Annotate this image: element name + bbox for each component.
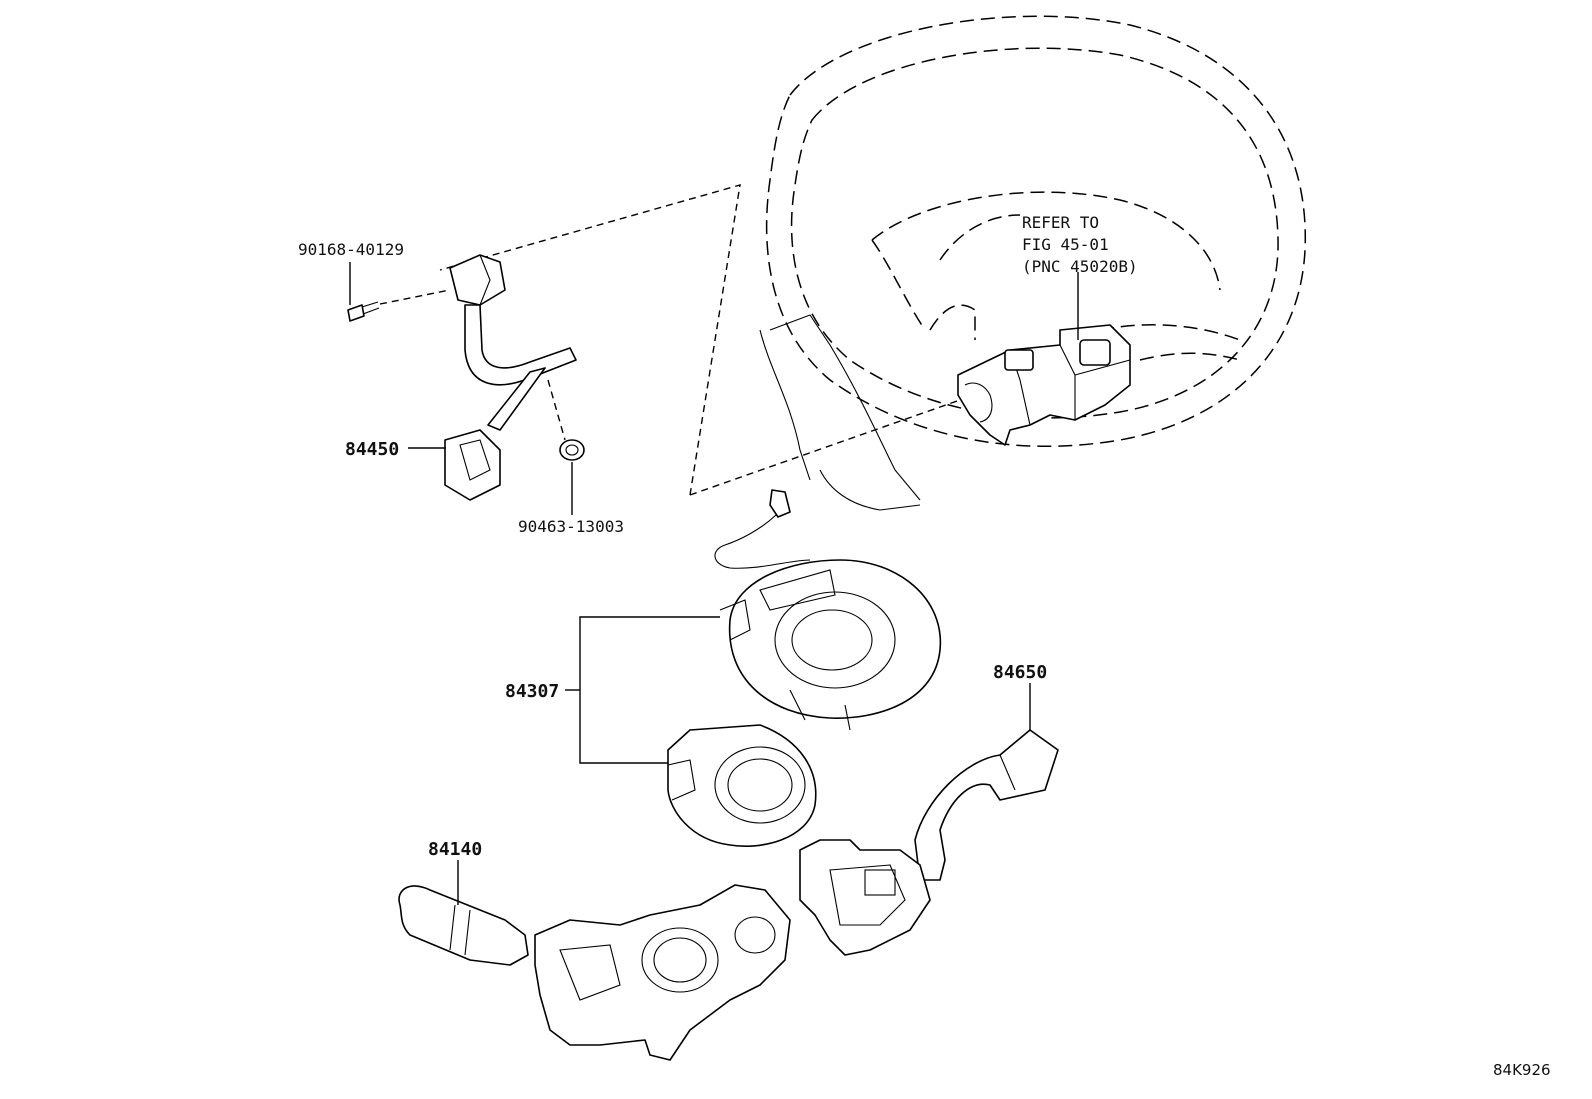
refer-note-line-1: REFER TO <box>1022 213 1099 232</box>
wire-harness-84450 <box>444 254 577 501</box>
steering-lock-assembly <box>957 324 1131 446</box>
callout-90168-40129: 90168-40129 <box>298 240 404 259</box>
callout-84450: 84450 <box>345 439 399 460</box>
refer-note-line-3: (PNC 45020B) <box>1022 257 1138 276</box>
screw-90168 <box>347 289 451 322</box>
steering-wheel-phantom <box>439 15 1306 511</box>
figure-code: 84K926 <box>1493 1061 1551 1079</box>
callout-90463-13003: 90463-13003 <box>518 517 624 536</box>
wiper-switch-84650 <box>799 729 1059 956</box>
clamp-90463 <box>559 439 585 461</box>
leader-lines <box>349 262 1079 905</box>
callout-84140: 84140 <box>428 839 482 860</box>
steering-sensor-84307 <box>667 724 817 847</box>
spiral-cable-84307 <box>714 489 942 731</box>
refer-note-line-2: FIG 45-01 <box>1022 235 1109 254</box>
headlamp-switch-84140 <box>398 884 791 1061</box>
callout-84307: 84307 <box>505 681 559 702</box>
callout-84650: 84650 <box>993 662 1047 683</box>
